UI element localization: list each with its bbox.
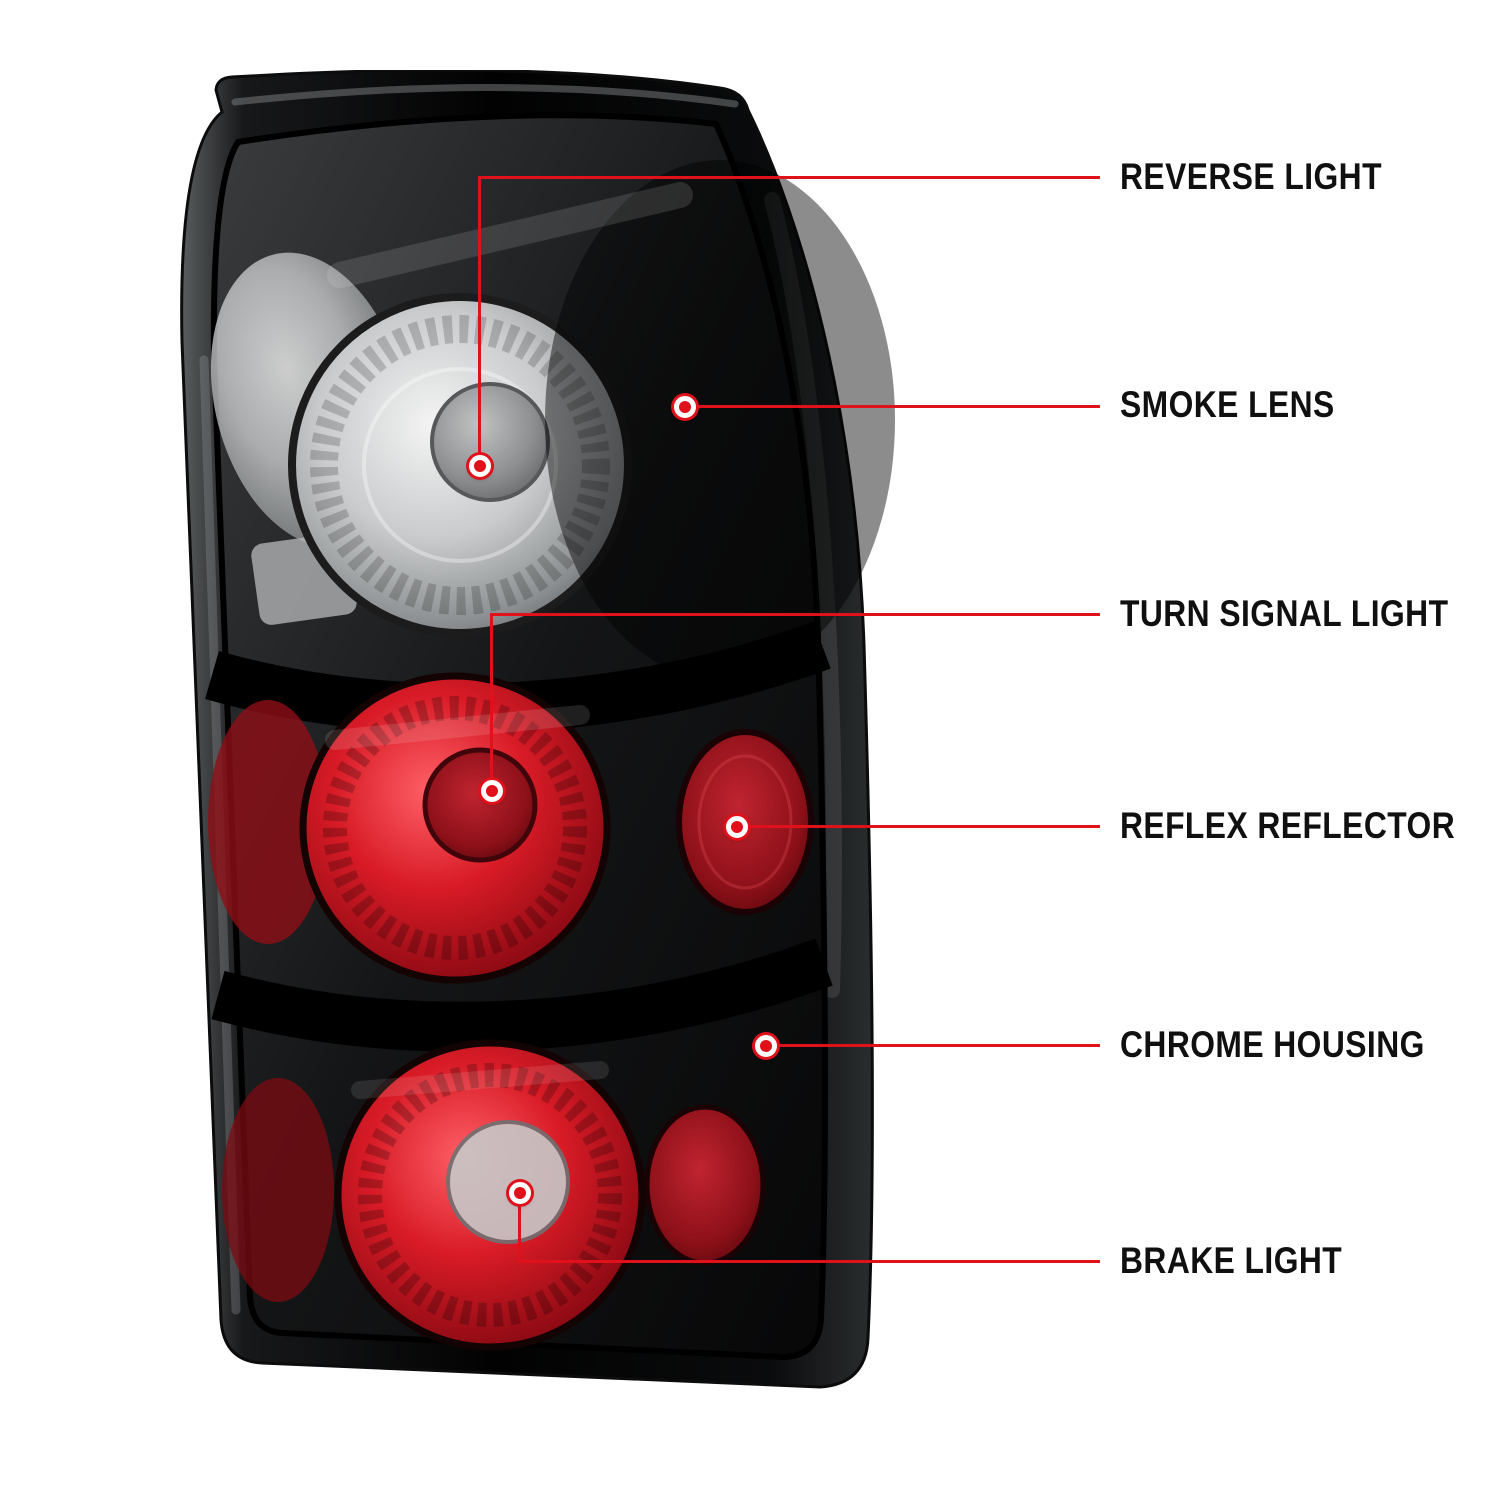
tail-light-svg: [180, 68, 895, 1389]
reverse-bulb: [430, 382, 550, 502]
callout-marker-brake-light: [509, 1182, 531, 1204]
smoke-lens-area: [205, 112, 895, 1361]
callout-marker-chrome-housing: [755, 1035, 777, 1057]
callout-label-brake-light: BRAKE LIGHT: [1120, 1240, 1343, 1281]
callout-label-reverse-light: REVERSE LIGHT: [1120, 156, 1382, 197]
callout-line-turn-signal: [490, 613, 1100, 616]
section-divider: [211, 938, 833, 1052]
callout-line-turn-signal: [490, 615, 493, 791]
callout-label-smoke-lens: SMOKE LENS: [1120, 384, 1335, 425]
brake-bulb: [446, 1120, 570, 1244]
brake-light-section: [222, 1039, 766, 1351]
callout-line-reverse-light: [478, 176, 1100, 179]
callout-line-reverse-light: [478, 178, 481, 466]
callout-label-turn-signal: TURN SIGNAL LIGHT: [1120, 593, 1449, 634]
callout-marker-reverse-light: [469, 455, 491, 477]
callout-marker-smoke-lens: [674, 396, 696, 418]
callout-label-chrome-housing: CHROME HOUSING: [1120, 1024, 1425, 1065]
callout-line-brake-light: [518, 1193, 521, 1263]
callout-line-reflex-reflector: [737, 825, 1100, 828]
tail-light-illustration: [160, 68, 900, 1440]
callout-line-chrome-housing: [766, 1044, 1100, 1047]
callout-line-smoke-lens: [685, 405, 1100, 408]
callout-line-brake-light: [518, 1260, 1100, 1263]
callout-marker-reflex-reflector: [726, 816, 748, 838]
callout-marker-turn-signal: [481, 780, 503, 802]
reverse-light-section: [210, 160, 895, 680]
turn-signal-section: [208, 672, 814, 984]
callout-label-reflex-reflector: REFLEX REFLECTOR: [1120, 805, 1456, 846]
